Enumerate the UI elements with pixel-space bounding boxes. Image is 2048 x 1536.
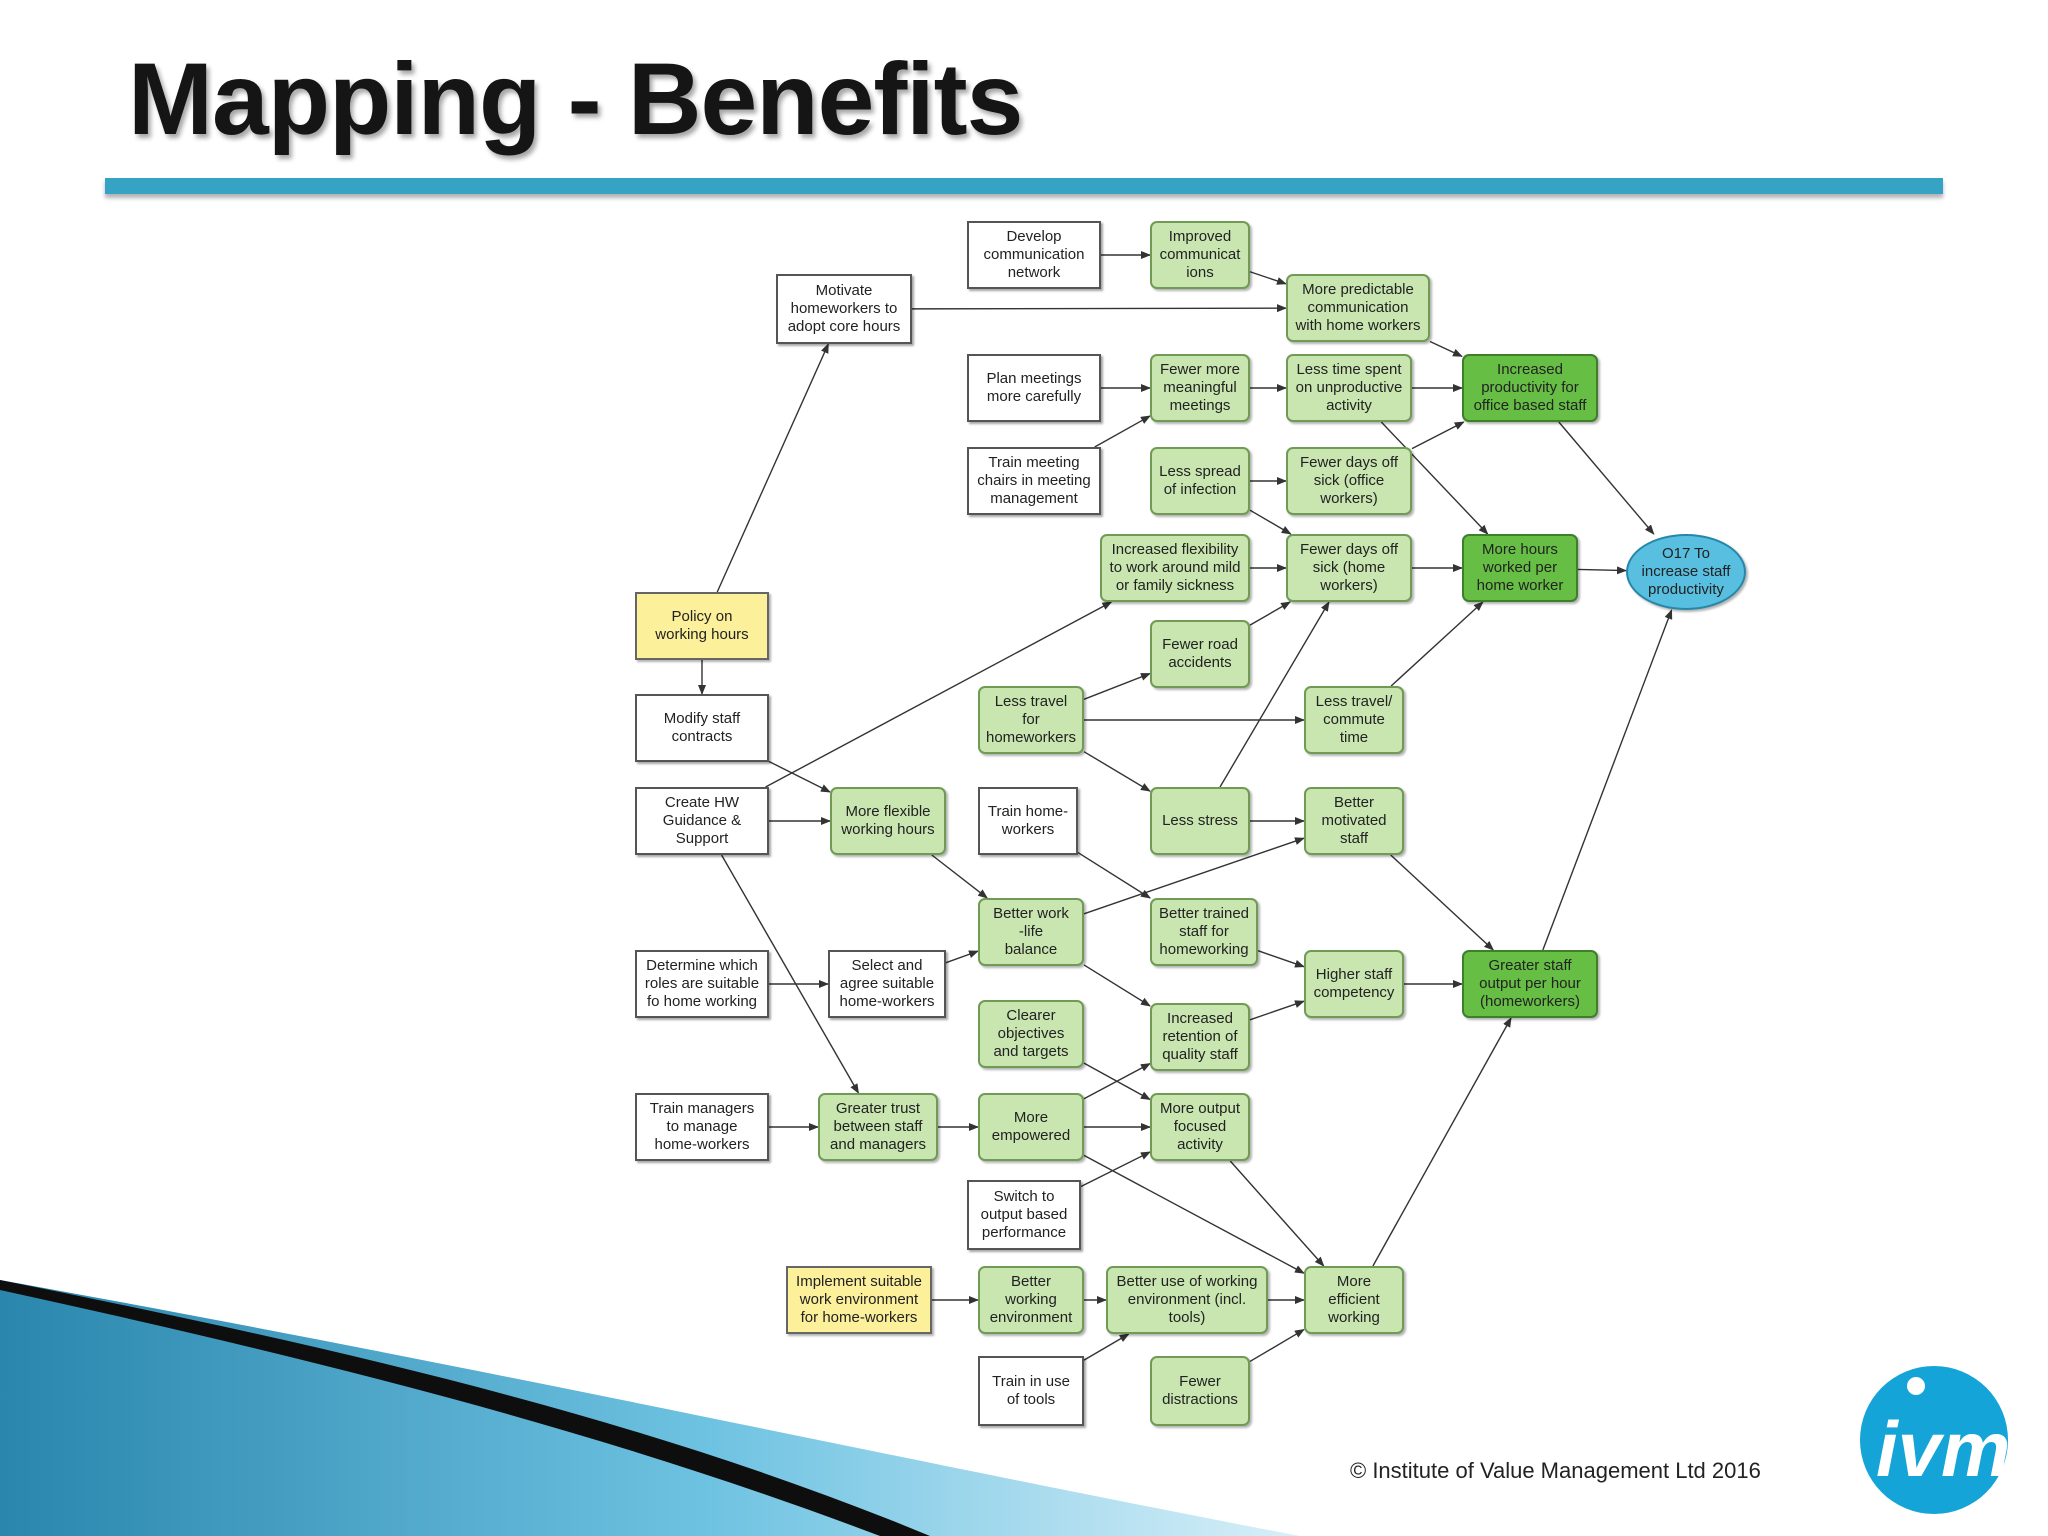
node-more-hours: More hours worked per home worker (1462, 534, 1578, 602)
connector-switch-output-to-more-output (1080, 1151, 1151, 1188)
connector-increased-prod-to-goal (1558, 421, 1655, 535)
connector-better-balance-to-better-motivated (1083, 837, 1305, 915)
node-less-time: Less time spent on unproductive activity (1286, 354, 1412, 422)
node-less-stress: Less stress (1150, 787, 1250, 855)
node-clearer-obj: Clearer objectives and targets (978, 1000, 1084, 1068)
node-increased-retention: Increased retention of quality staff (1150, 1003, 1250, 1071)
connector-increased-retention-to-higher-comp (1249, 1000, 1305, 1021)
node-more-predictable: More predictable communication with home… (1286, 274, 1430, 342)
node-higher-comp: Higher staff competency (1304, 950, 1404, 1018)
node-better-env: Better working environment (978, 1266, 1084, 1334)
node-better-use: Better use of working environment (incl.… (1106, 1266, 1268, 1334)
node-greater-output: Greater staff output per hour (homeworke… (1462, 950, 1598, 1018)
node-train-managers: Train managers to manage home-workers (635, 1093, 769, 1161)
connector-better-motivated-to-greater-output (1390, 854, 1495, 951)
node-more-output: More output focused activity (1150, 1093, 1250, 1161)
connector-train-home-to-better-trained (1077, 851, 1151, 899)
connector-more-predictable-to-increased-prod (1429, 340, 1463, 358)
connector-create-hw-to-increased-flex (765, 601, 1113, 788)
node-more-empowered: More empowered (978, 1093, 1084, 1161)
node-less-travel: Less travel for homeworkers (978, 686, 1084, 754)
node-more-flexible: More flexible working hours (830, 787, 946, 855)
connector-modify-contracts-to-more-flexible (768, 760, 831, 793)
connector-greater-output-to-goal (1542, 609, 1673, 951)
node-improved-comm: Improved communicat ions (1150, 221, 1250, 289)
node-policy: Policy on working hours (635, 592, 769, 660)
connector-more-empowered-to-more-efficient (1083, 1154, 1305, 1274)
ivm-logo: ivm (1860, 1366, 2010, 1514)
node-better-balance: Better work -life balance (978, 898, 1084, 966)
node-fewer-sick-office: Fewer days off sick (office workers) (1286, 447, 1412, 515)
node-motivate-hw: Motivate homeworkers to adopt core hours (776, 274, 912, 344)
node-increased-prod: Increased productivity for office based … (1462, 354, 1598, 422)
connector-policy-to-motivate-hw (716, 343, 829, 593)
node-more-efficient: More efficient working (1304, 1266, 1404, 1334)
node-create-hw: Create HW Guidance & Support (635, 787, 769, 855)
node-greater-trust: Greater trust between staff and managers (818, 1093, 938, 1161)
slide-title: Mapping - Benefits (128, 42, 1023, 156)
connector-select-hw-to-better-balance (945, 950, 979, 964)
connector-train-chairs-to-fewer-meetings (1094, 415, 1151, 448)
node-less-commute: Less travel/ commute time (1304, 686, 1404, 754)
node-implement-env: Implement suitable work environment for … (786, 1266, 932, 1334)
connector-create-hw-to-greater-trust (720, 854, 860, 1094)
node-train-chairs: Train meeting chairs in meeting manageme… (967, 447, 1101, 515)
node-determine-roles: Determine which roles are suitable fo ho… (635, 950, 769, 1018)
node-fewer-sick-home: Fewer days off sick (home workers) (1286, 534, 1412, 602)
node-modify-contracts: Modify staff contracts (635, 694, 769, 762)
connector-less-stress-to-fewer-sick-home (1219, 601, 1330, 788)
decorative-swoosh (0, 1280, 1300, 1536)
connector-improved-comm-to-more-predictable (1249, 271, 1287, 285)
node-fewer-road: Fewer road accidents (1150, 620, 1250, 688)
connector-better-balance-to-increased-retention (1083, 964, 1151, 1007)
connector-better-trained-to-higher-comp (1257, 950, 1305, 968)
node-fewer-meetings: Fewer more meaningful meetings (1150, 354, 1250, 422)
node-better-motivated: Better motivated staff (1304, 787, 1404, 855)
node-goal: O17 To increase staff productivity (1626, 534, 1746, 610)
node-increased-flex: Increased flexibility to work around mil… (1100, 534, 1250, 602)
node-train-home: Train home- workers (978, 787, 1078, 855)
connector-less-travel-to-fewer-road (1083, 672, 1151, 700)
connector-less-infection-to-fewer-sick-home (1249, 509, 1292, 535)
node-develop-comm: Develop communication network (967, 221, 1101, 289)
connector-more-empowered-to-increased-retention (1083, 1063, 1151, 1100)
connector-fewer-road-to-fewer-sick-home (1249, 601, 1291, 626)
node-fewer-distractions: Fewer distractions (1150, 1356, 1250, 1426)
node-plan-meetings: Plan meetings more carefully (967, 354, 1101, 422)
node-less-infection: Less spread of infection (1150, 447, 1250, 515)
node-better-trained: Better trained staff for homeworking (1150, 898, 1258, 966)
connector-motivate-hw-to-more-predictable (911, 304, 1287, 313)
connector-more-flexible-to-better-balance (931, 854, 988, 899)
connector-more-efficient-to-greater-output (1372, 1017, 1512, 1267)
connector-fewer-sick-office-to-increased-prod (1411, 421, 1465, 450)
connector-fewer-distractions-to-more-efficient (1249, 1328, 1305, 1363)
connector-less-commute-to-more-hours (1390, 601, 1484, 687)
connector-less-travel-to-less-stress (1083, 751, 1151, 792)
connector-more-output-to-more-efficient (1229, 1160, 1325, 1267)
node-train-tools: Train in use of tools (978, 1356, 1084, 1426)
ivm-logo-text: ivm (1876, 1405, 2010, 1493)
node-switch-output: Switch to output based performance (967, 1180, 1081, 1250)
connector-less-time-to-more-hours (1380, 421, 1489, 535)
title-underline (105, 178, 1943, 194)
connector-more-hours-to-goal (1577, 566, 1627, 575)
copyright-notice: © Institute of Value Management Ltd 2016 (1350, 1458, 1761, 1483)
node-select-hw: Select and agree suitable home-workers (828, 950, 946, 1018)
connector-train-tools-to-better-use (1083, 1333, 1130, 1361)
